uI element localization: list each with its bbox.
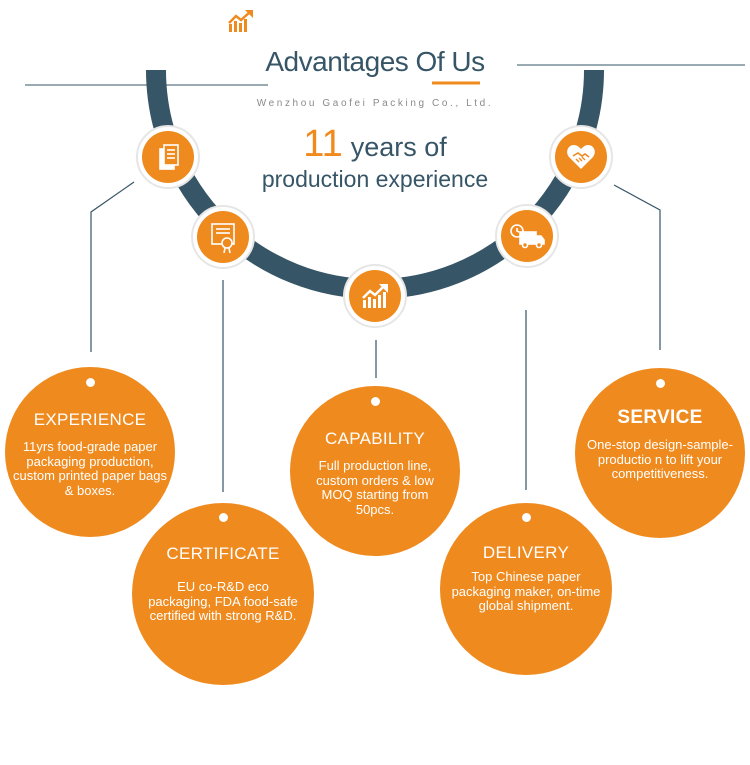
- hole-dot: [218, 513, 228, 522]
- hole-dot: [521, 513, 531, 522]
- certificate-icon: [211, 223, 235, 254]
- advantage-description: 11yrs food-grade paper packaging product…: [13, 439, 167, 498]
- advantage-experience: EXPERIENCE 11yrs food-grade paper packag…: [5, 367, 175, 537]
- advantage-description: EU co-R&D eco packaging, FDA food-safe c…: [148, 579, 298, 623]
- advantage-capability: CAPABILITY Full production line, custom …: [290, 386, 460, 556]
- advantage-description: One-stop design-sample-productio n to li…: [587, 437, 733, 481]
- advantage-title: CERTIFICATE: [166, 544, 280, 563]
- handshake-icon: [567, 145, 595, 169]
- connector-experience: [90, 181, 135, 352]
- years-text: years of: [350, 132, 447, 162]
- advantage-title: DELIVERY: [482, 543, 570, 562]
- advantage-description: Top Chinese paper packaging maker, on-ti…: [451, 569, 601, 613]
- production-experience-text: production experience: [261, 166, 489, 192]
- years-number: 11: [303, 123, 343, 165]
- advantage-certificate: CERTIFICATE EU co-R&D eco packaging, FDA…: [132, 503, 314, 685]
- hole-dot: [85, 378, 95, 387]
- advantage-description: Full production line, custom orders & lo…: [316, 458, 434, 517]
- advantage-title: SERVICE: [617, 407, 703, 428]
- hole-dot: [655, 379, 665, 388]
- capability-chart-icon: [362, 284, 388, 308]
- documents-icon: [159, 144, 179, 170]
- chart-growth-icon: [228, 10, 253, 32]
- delivery-truck-icon: [510, 224, 545, 249]
- advantage-service: SERVICE One-stop design-sample-productio…: [575, 368, 745, 538]
- company-name: Wenzhou Gaofei Packing Co., Ltd.: [256, 98, 494, 109]
- page-title: Advantages Of Us: [265, 46, 485, 77]
- advantage-delivery: DELIVERY Top Chinese paper packaging mak…: [440, 503, 612, 675]
- hole-dot: [370, 397, 380, 406]
- advantage-title: CAPABILITY: [325, 429, 425, 448]
- advantage-title: EXPERIENCE: [33, 410, 147, 429]
- node-certificate: [191, 205, 255, 269]
- connector-service: [613, 184, 661, 350]
